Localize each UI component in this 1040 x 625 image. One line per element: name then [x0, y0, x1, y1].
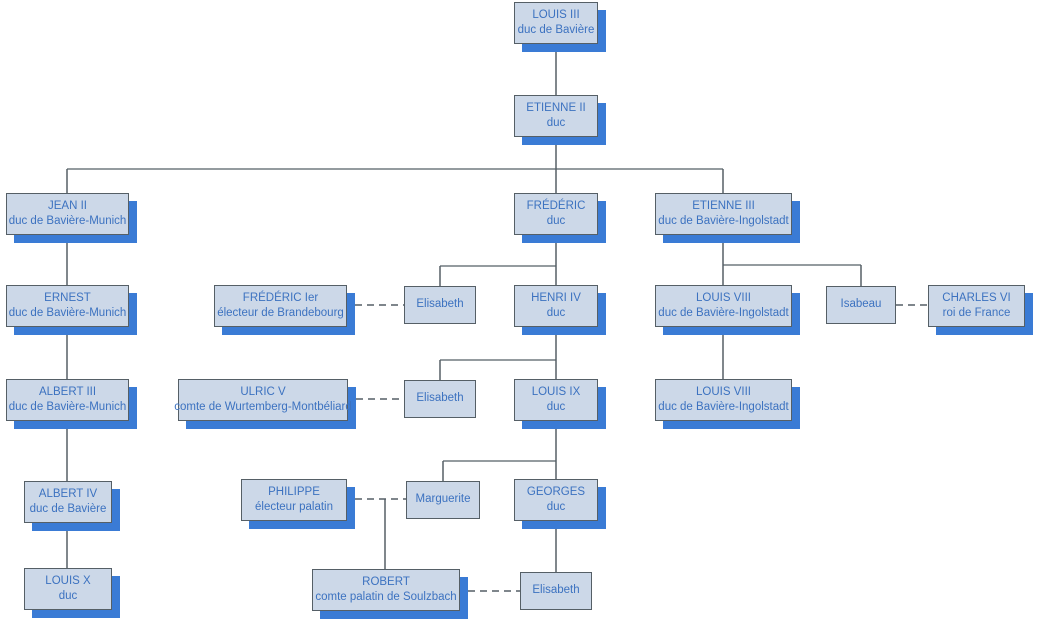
node-subtitle: comte palatin de Soulzbach: [315, 591, 457, 603]
node-title: Marguerite: [415, 493, 471, 506]
node-title: JEAN II: [48, 199, 87, 212]
node-title: Elisabeth: [416, 392, 464, 405]
node-subtitle: duc: [546, 501, 566, 513]
node-title: HENRI IV: [531, 291, 581, 304]
node-subtitle: duc: [58, 590, 78, 602]
node-title: FRÉDÉRIC Ier: [242, 291, 319, 304]
node-louis3[interactable]: LOUIS III duc de Bavière: [514, 2, 598, 44]
node-louis9[interactable]: LOUIS IX duc: [514, 379, 598, 421]
node-subtitle: roi de France: [942, 307, 1011, 319]
node-title: Elisabeth: [532, 584, 580, 597]
node-isabeau[interactable]: Isabeau: [826, 286, 896, 324]
node-title: GEORGES: [526, 485, 586, 498]
node-subtitle: duc: [546, 307, 566, 319]
node-subtitle: duc: [546, 117, 566, 129]
node-subtitle: duc de Bavière-Munich: [8, 401, 127, 413]
node-elisabeth3[interactable]: Elisabeth: [520, 572, 592, 610]
node-title: LOUIS VIII: [696, 385, 751, 398]
node-title: ETIENNE II: [526, 101, 586, 114]
node-title: FRÉDÉRIC: [526, 199, 586, 212]
node-subtitle: duc: [546, 401, 566, 413]
node-louis10[interactable]: LOUIS X duc: [24, 568, 112, 610]
node-ernest[interactable]: ERNEST duc de Bavière-Munich: [6, 285, 129, 327]
node-etienne2[interactable]: ETIENNE II duc: [514, 95, 598, 137]
node-etienne3[interactable]: ETIENNE III duc de Bavière-Ingolstadt: [655, 193, 792, 235]
node-subtitle: duc de Bavière-Ingolstadt: [658, 401, 789, 413]
node-subtitle: électeur palatin: [255, 501, 333, 513]
node-frederic1er[interactable]: FRÉDÉRIC Ier électeur de Brandebourg: [214, 285, 347, 327]
node-subtitle: comte de Wurtemberg-Montbéliard: [174, 401, 352, 413]
node-frederic[interactable]: FRÉDÉRIC duc: [514, 193, 598, 235]
node-marguerite[interactable]: Marguerite: [406, 481, 480, 519]
node-robert[interactable]: ROBERT comte palatin de Soulzbach: [312, 569, 460, 611]
node-ulric5[interactable]: ULRIC V comte de Wurtemberg-Montbéliard: [174, 379, 352, 421]
node-philippe[interactable]: PHILIPPE électeur palatin: [241, 479, 347, 521]
node-subtitle: duc de Bavière-Ingolstadt: [658, 215, 789, 227]
node-title: Isabeau: [840, 298, 882, 311]
node-title: ROBERT: [362, 575, 410, 588]
node-subtitle: duc de Bavière: [29, 503, 107, 515]
node-charles6[interactable]: CHARLES VI roi de France: [928, 285, 1025, 327]
node-elisabeth2[interactable]: Elisabeth: [404, 380, 476, 418]
node-louis8b[interactable]: LOUIS VIII duc de Bavière-Ingolstadt: [655, 379, 792, 421]
node-title: ETIENNE III: [692, 199, 755, 212]
node-albert4[interactable]: ALBERT IV duc de Bavière: [24, 481, 112, 523]
node-jean2[interactable]: JEAN II duc de Bavière-Munich: [6, 193, 129, 235]
node-title: LOUIS X: [45, 574, 91, 587]
node-subtitle: duc de Bavière-Munich: [8, 215, 127, 227]
node-title: LOUIS VIII: [696, 291, 751, 304]
node-albert3[interactable]: ALBERT III duc de Bavière-Munich: [6, 379, 129, 421]
node-subtitle: duc de Bavière: [517, 24, 595, 36]
node-title: ALBERT III: [38, 385, 97, 398]
node-henri4[interactable]: HENRI IV duc: [514, 285, 598, 327]
node-subtitle: électeur de Brandebourg: [217, 307, 344, 319]
node-title: ERNEST: [44, 291, 91, 304]
node-title: CHARLES VI: [942, 291, 1011, 304]
node-georges[interactable]: GEORGES duc: [514, 479, 598, 521]
node-title: LOUIS III: [532, 8, 580, 21]
node-title: ALBERT IV: [38, 487, 98, 500]
node-title: LOUIS IX: [531, 385, 581, 398]
node-elisabeth1[interactable]: Elisabeth: [404, 286, 476, 324]
node-subtitle: duc de Bavière-Munich: [8, 307, 127, 319]
node-subtitle: duc de Bavière-Ingolstadt: [658, 307, 789, 319]
node-subtitle: duc: [546, 215, 566, 227]
node-louis8a[interactable]: LOUIS VIII duc de Bavière-Ingolstadt: [655, 285, 792, 327]
node-title: PHILIPPE: [268, 485, 320, 498]
node-title: ULRIC V: [240, 385, 286, 398]
node-title: Elisabeth: [416, 298, 464, 311]
